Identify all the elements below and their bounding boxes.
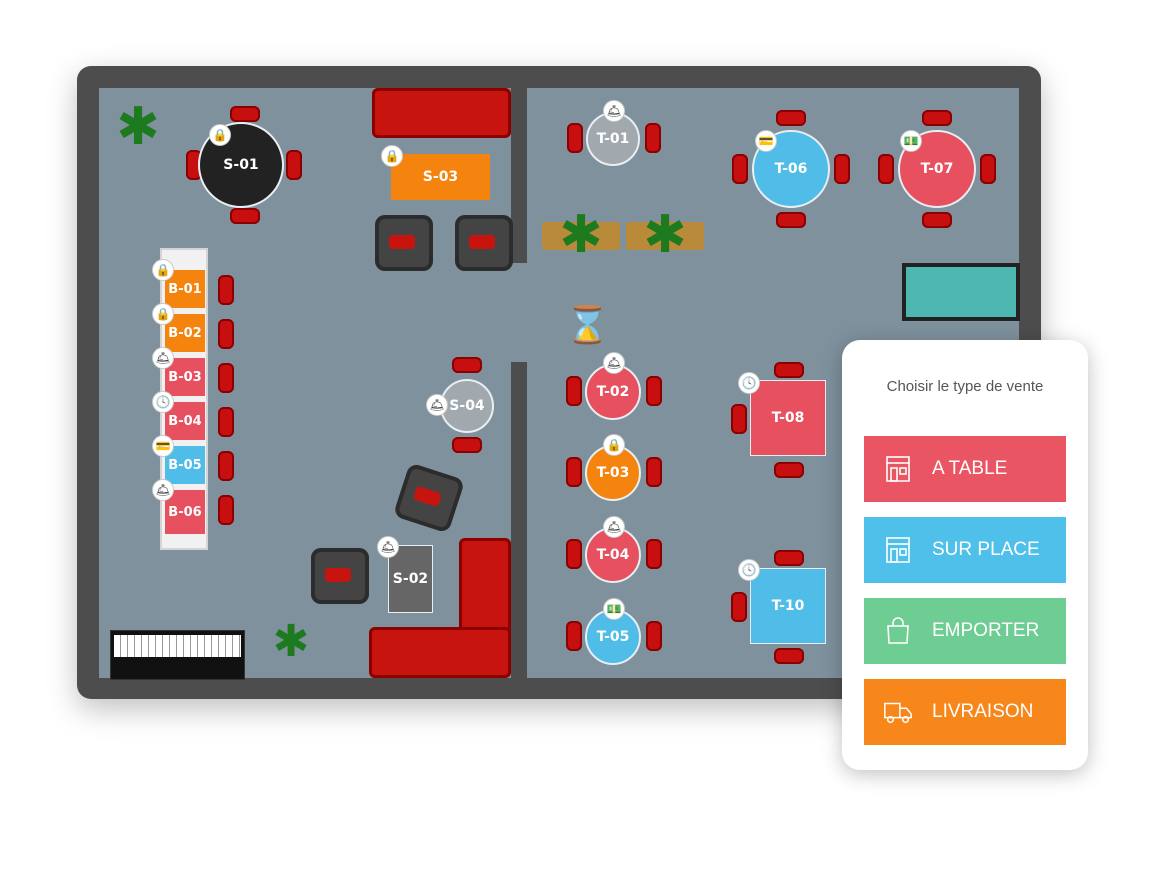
lock-icon: 🔒 [209, 124, 231, 146]
aquarium [902, 263, 1020, 321]
money-icon: 💵 [900, 130, 922, 152]
storefront-icon [882, 453, 914, 485]
chair [732, 154, 748, 184]
chair [286, 150, 302, 180]
card-icon: 💳 [152, 435, 174, 457]
chair [774, 462, 804, 478]
table-s04[interactable]: S-04 [440, 379, 494, 433]
plant-icon: ✱ [643, 206, 687, 264]
chair [566, 539, 582, 569]
bar-seat-b01[interactable]: B-01 [165, 270, 205, 308]
service-bell-icon: 🛎 [377, 536, 399, 558]
livraison-label: LIVRAISON [932, 701, 1034, 722]
delivery-truck-icon [882, 696, 914, 728]
sale-type-panel: Choisir le type de vente A TABLE SUR PLA… [842, 340, 1088, 770]
service-bell-icon: 🛎 [426, 394, 448, 416]
chair [452, 437, 482, 453]
service-bell-icon: 🛎 [603, 516, 625, 538]
chair [218, 363, 234, 393]
armchair [311, 548, 369, 604]
chair [646, 457, 662, 487]
panel-title: Choisir le type de vente [886, 378, 1044, 395]
table-s03[interactable]: S-03 [391, 154, 490, 200]
chair [922, 110, 952, 126]
lock-icon: 🔒 [152, 303, 174, 325]
a-table-button[interactable]: A TABLE [864, 436, 1066, 502]
planter-box [626, 222, 704, 250]
chair [731, 592, 747, 622]
table-s01[interactable]: S-01 [198, 122, 284, 208]
wall-divider-top [511, 88, 527, 263]
sofa [369, 627, 511, 678]
a-table-label: A TABLE [932, 458, 1008, 479]
clock-icon: 🕓 [738, 559, 760, 581]
shopping-bag-icon [882, 615, 914, 647]
plant-icon: ✱ [559, 206, 603, 264]
money-icon: 💵 [603, 598, 625, 620]
chair [774, 550, 804, 566]
chair [731, 404, 747, 434]
chair [646, 376, 662, 406]
plant-icon: ✱ [272, 617, 310, 666]
chair [834, 154, 850, 184]
table-s02[interactable]: S-02 [388, 545, 433, 613]
armchair [375, 215, 433, 271]
chair [776, 110, 806, 126]
card-icon: 💳 [755, 130, 777, 152]
armchair [455, 215, 513, 271]
chair [774, 362, 804, 378]
chair [567, 123, 583, 153]
chair [922, 212, 952, 228]
plant-icon: ✱ [116, 98, 160, 156]
emporter-button[interactable]: EMPORTER [864, 598, 1066, 664]
clock-icon: 🕓 [738, 372, 760, 394]
chair [218, 407, 234, 437]
chair [218, 495, 234, 525]
storefront-icon [882, 534, 914, 566]
chair [566, 457, 582, 487]
chair [230, 208, 260, 224]
chair [646, 621, 662, 651]
chair [230, 106, 260, 122]
hourglass-icon: ⌛ [565, 304, 610, 345]
chair [452, 357, 482, 373]
chair [646, 539, 662, 569]
chair [645, 123, 661, 153]
clock-icon: 🕓 [152, 391, 174, 413]
planter-box [542, 222, 620, 250]
table-t08[interactable]: T-08 [750, 380, 826, 456]
sofa [372, 88, 511, 138]
table-t10[interactable]: T-10 [750, 568, 826, 644]
table-t06[interactable]: T-06 [752, 130, 830, 208]
service-bell-icon: 🛎 [152, 347, 174, 369]
wall-divider-bottom [511, 362, 527, 678]
chair [218, 451, 234, 481]
bar-seat-b04[interactable]: B-04 [165, 402, 205, 440]
chair [774, 648, 804, 664]
sur-place-label: SUR PLACE [932, 539, 1040, 560]
chair [980, 154, 996, 184]
service-bell-icon: 🛎 [603, 352, 625, 374]
lock-icon: 🔒 [603, 434, 625, 456]
chair [218, 275, 234, 305]
chair [218, 319, 234, 349]
service-bell-icon: 🛎 [152, 479, 174, 501]
livraison-button[interactable]: LIVRAISON [864, 679, 1066, 745]
chair [566, 376, 582, 406]
chair [566, 621, 582, 651]
lock-icon: 🔒 [152, 259, 174, 281]
service-bell-icon: 🛎 [603, 100, 625, 122]
chair [878, 154, 894, 184]
bar-seat-b06[interactable]: B-06 [165, 490, 205, 534]
sur-place-button[interactable]: SUR PLACE [864, 517, 1066, 583]
piano [110, 630, 245, 680]
emporter-label: EMPORTER [932, 620, 1040, 641]
lock-icon: 🔒 [381, 145, 403, 167]
chair [776, 212, 806, 228]
